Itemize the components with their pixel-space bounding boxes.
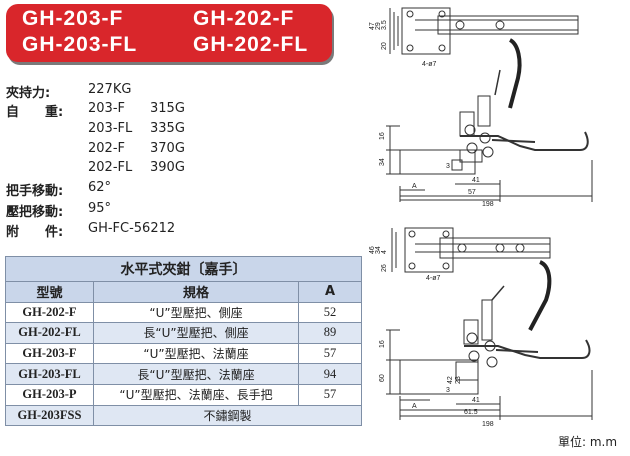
weight-model: 202-F (88, 141, 125, 156)
dim-label: 198 (482, 201, 494, 208)
table-row: GH-202-FL 長“U”型壓把、側座 89 (5, 322, 363, 344)
technical-drawing: 47 29 3.5 20 4-ø7 16 34 3 41 57 A 198 46… (369, 7, 593, 428)
spec-cell: 長“U”型壓把、法蘭座 (93, 363, 299, 385)
table-row: GH-203-F “U”型壓把、法蘭座 57 (5, 342, 363, 365)
dim-label: 61.5 (464, 409, 478, 416)
dim-label: 57 (468, 189, 476, 196)
bar-label: 壓把移動: (6, 205, 64, 220)
handle-label: 把手移動: (6, 184, 64, 199)
weight-value: 370G (150, 141, 185, 156)
dim-label: 20 (381, 42, 388, 50)
handle-value: 62° (88, 180, 112, 195)
weight-value: 315G (150, 101, 185, 116)
dim-label: 4 (381, 250, 388, 254)
weight-value: 390G (150, 160, 185, 175)
top-side-view (399, 95, 589, 175)
weight-model: 203-FL (88, 121, 133, 136)
dim-label: 16 (379, 132, 386, 140)
model-banner: GH-203-F GH-202-F GH-203-FL GH-202-FL (6, 4, 332, 62)
dim-label: 16 (379, 340, 386, 348)
model-cell: GH-203-FL (5, 363, 94, 385)
table-row: GH-203FSS 不鏽鋼製 (5, 404, 363, 427)
model-cell: GH-203-F (5, 342, 94, 365)
hole-note: 4-ø7 (426, 275, 441, 282)
table-row: GH-203-FL 長“U”型壓把、法蘭座 94 (5, 363, 363, 385)
dim-label: 34 (375, 246, 382, 254)
table-title: 水平式夾鉗〔嘉手〕 (4, 256, 363, 282)
dim-label: 29 (375, 22, 382, 30)
spec-cell: 不鏽鋼製 (92, 404, 363, 427)
dim-label: 34 (379, 158, 386, 166)
bar-value: 95° (88, 201, 112, 216)
spec-cell: “U”型壓把、法蘭座、長手把 (93, 383, 299, 406)
table-row: GH-203-P “U”型壓把、法蘭座、長手把 57 (5, 383, 363, 406)
model-cell: GH-203-P (5, 383, 94, 406)
weight-model: 203-F (88, 101, 125, 116)
dim-label: 41 (472, 397, 480, 404)
column-header: A (297, 281, 363, 303)
bottom-plan-view (391, 227, 551, 273)
unit-note: 單位: m.m (558, 435, 618, 449)
model-name: GH-202-F (193, 7, 295, 30)
weight-model: 202-FL (88, 160, 133, 175)
column-header: 規格 (93, 281, 299, 303)
a-cell: 94 (297, 363, 363, 385)
weight-label: 自 重: (6, 105, 64, 120)
dim-label: 41 (472, 177, 480, 184)
top-plan-view (389, 7, 579, 55)
hole-note: 4-ø7 (422, 61, 437, 68)
force-value: 227KG (88, 82, 132, 97)
model-name: GH-203-FL (22, 33, 138, 56)
model-cell: GH-202-F (5, 301, 94, 324)
a-cell: 89 (297, 322, 363, 344)
dim-label: 3 (446, 163, 450, 170)
spec-cell: “U”型壓把、法蘭座 (93, 342, 299, 365)
spec-table: 水平式夾鉗〔嘉手〕 型號 規格 A GH-202-F “U”型壓把、側座 52 … (4, 256, 363, 427)
dim-label: 47 (369, 22, 376, 30)
spec-cell: 長“U”型壓把、側座 (93, 322, 299, 344)
dim-label: 42 (447, 376, 454, 384)
weight-value: 335G (150, 121, 185, 136)
table-row: GH-202-F “U”型壓把、側座 52 (5, 301, 363, 324)
column-header: 型號 (5, 281, 94, 303)
model-name: GH-202-FL (193, 33, 309, 56)
a-cell: 57 (297, 342, 363, 365)
accessory-value: GH-FC-56212 (88, 221, 176, 236)
dim-label: 23 (455, 376, 462, 384)
dim-label: 3.5 (381, 20, 388, 30)
model-cell: GH-202-FL (5, 322, 94, 344)
dim-label: A (412, 403, 417, 410)
a-cell: 57 (297, 383, 363, 406)
accessory-label: 附 件: (6, 225, 64, 240)
spec-cell: “U”型壓把、側座 (93, 301, 299, 324)
dim-label: 26 (381, 264, 388, 272)
dim-label: 60 (379, 374, 386, 382)
dim-label: 198 (482, 421, 494, 428)
bottom-side-view (399, 299, 591, 395)
model-cell: GH-203FSS (5, 404, 94, 427)
dim-label: 46 (369, 246, 376, 254)
model-name: GH-203-F (22, 7, 124, 30)
a-cell: 52 (297, 301, 363, 324)
force-label: 夾持力: (6, 86, 51, 101)
dim-label: 3 (446, 387, 450, 394)
dim-label: A (412, 183, 417, 190)
